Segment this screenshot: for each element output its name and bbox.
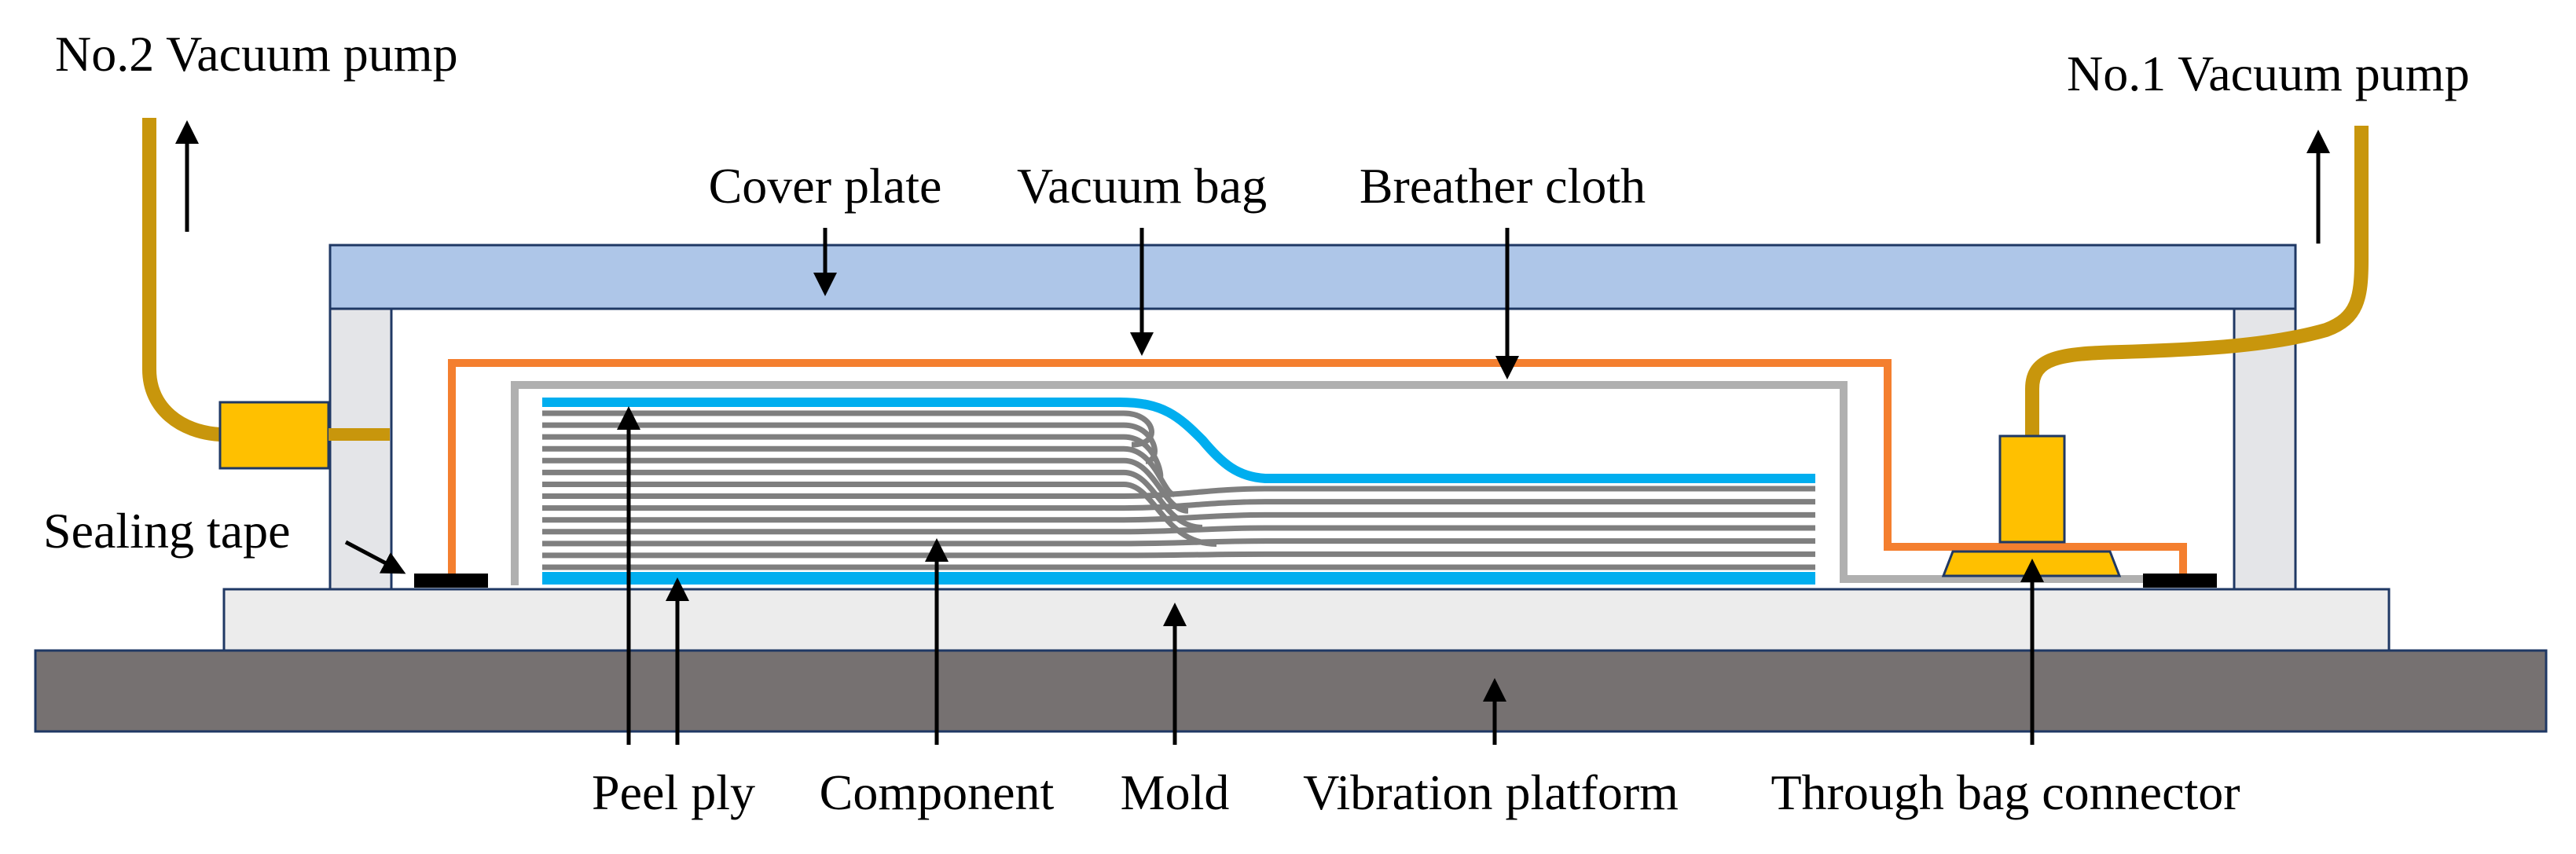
label-through-bag-connector: Through bag connector bbox=[1771, 764, 2240, 820]
breather-cloth bbox=[511, 381, 2169, 585]
label-mold: Mold bbox=[1121, 764, 1230, 820]
hose-pump2 bbox=[142, 118, 221, 442]
laminate-ply bbox=[542, 551, 1815, 559]
laminate-ply bbox=[542, 525, 1815, 535]
mold bbox=[222, 588, 2391, 652]
label-cover-plate: Cover plate bbox=[709, 158, 942, 214]
arrow-sealing-tape bbox=[344, 540, 406, 574]
sealing-tape-right bbox=[2143, 574, 2217, 588]
hose-pump1 bbox=[2025, 126, 2369, 436]
label-vacuum-bag: Vacuum bag bbox=[1017, 158, 1267, 214]
laminate-ply bbox=[542, 486, 1815, 500]
label-breather-cloth: Breather cloth bbox=[1360, 158, 1646, 214]
label-sealing-tape: Sealing tape bbox=[43, 503, 291, 559]
label-peel-ply: Peel ply bbox=[592, 764, 755, 820]
through-bag-connector-body bbox=[1998, 434, 2066, 544]
right-post bbox=[2233, 307, 2297, 591]
cover-plate bbox=[328, 244, 2297, 310]
pump2-connector bbox=[218, 401, 330, 470]
peel-ply-top bbox=[542, 398, 1815, 483]
component-laminate bbox=[542, 407, 1815, 572]
label-pump1: No.1 Vacuum pump bbox=[2067, 46, 2470, 101]
laminate-ply bbox=[542, 499, 1815, 511]
left-post bbox=[328, 307, 393, 591]
laminate-ply bbox=[542, 538, 1815, 547]
arrows bbox=[175, 120, 2330, 745]
label-vibration-platform: Vibration platform bbox=[1303, 764, 1679, 820]
laminate-ply bbox=[542, 511, 1815, 523]
label-component: Component bbox=[820, 764, 1055, 820]
vacuum-bag bbox=[448, 359, 2187, 581]
sealing-tape-left bbox=[414, 574, 488, 588]
pump2-nozzle bbox=[328, 428, 390, 441]
vibration-platform bbox=[34, 649, 2548, 733]
peel-ply-bottom bbox=[542, 572, 1815, 585]
label-pump2: No.2 Vacuum pump bbox=[55, 26, 458, 82]
